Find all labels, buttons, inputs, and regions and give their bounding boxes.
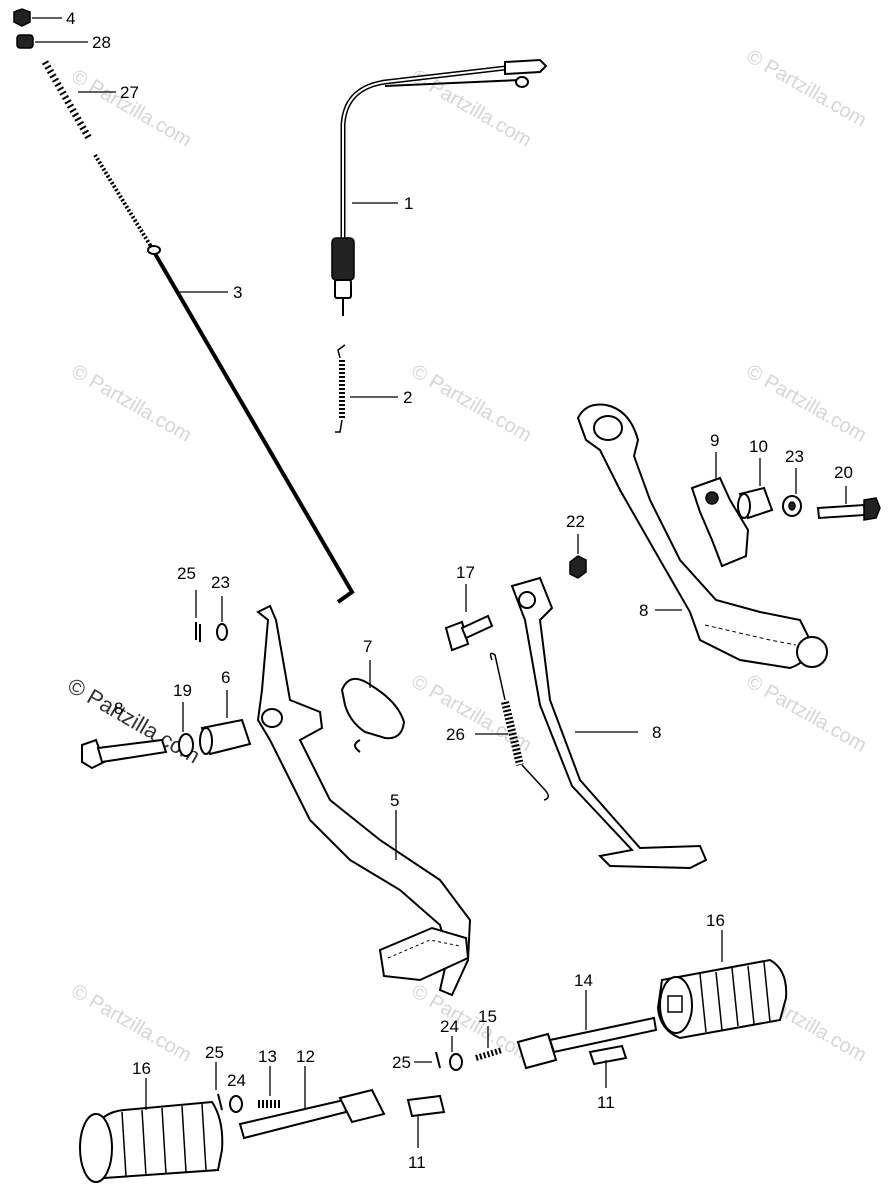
callout-24: 24 xyxy=(227,1071,246,1090)
part-footpeg-spring-left xyxy=(258,1066,282,1108)
watermark: © Partzilla.com xyxy=(68,65,196,151)
part-rod-spring xyxy=(41,60,116,142)
watermark: © Partzilla.com xyxy=(743,360,871,446)
callout-labels: 4 28 27 1 3 2 9 10 23 20 22 25 23 17 8 7… xyxy=(66,9,853,1172)
part-footpeg-rubber-left xyxy=(79,1078,224,1183)
callout-5: 5 xyxy=(390,791,399,810)
part-pivot-collar xyxy=(199,690,252,756)
part-spring-clip xyxy=(340,660,406,753)
callout-6: 6 xyxy=(221,668,230,687)
part-stand-bolt xyxy=(444,584,494,652)
part-footpeg-pin-left xyxy=(406,1094,446,1148)
part-stand-bracket xyxy=(690,452,750,568)
part-cotter-pin xyxy=(195,590,201,642)
watermark-layer: © Partzilla.com © Partzilla.com © Partzi… xyxy=(64,45,871,1066)
callout-16: 16 xyxy=(706,911,725,930)
part-switch-spring xyxy=(335,344,398,433)
callout-28: 28 xyxy=(92,33,111,52)
callout-23: 23 xyxy=(211,573,230,592)
callout-14: 14 xyxy=(574,971,593,990)
callout-27: 27 xyxy=(120,83,139,102)
callout-1: 1 xyxy=(404,194,413,213)
part-main-stand xyxy=(576,403,828,670)
part-collar xyxy=(16,34,88,49)
watermark: © Partzilla.com xyxy=(408,670,536,756)
part-washer xyxy=(216,596,228,641)
callout-17: 17 xyxy=(456,563,475,582)
callout-15: 15 xyxy=(478,1007,497,1026)
part-stand-spring xyxy=(475,652,549,801)
callout-11: 11 xyxy=(408,1153,426,1172)
part-footpeg-right xyxy=(516,990,658,1070)
callout-8: 8 xyxy=(114,699,123,718)
callout-11: 11 xyxy=(597,1093,615,1112)
part-cap-nut xyxy=(13,8,62,27)
callout-8: 8 xyxy=(639,601,648,620)
callout-20: 20 xyxy=(834,463,853,482)
callout-10: 10 xyxy=(749,437,768,456)
callout-19: 19 xyxy=(173,681,192,700)
callout-25: 25 xyxy=(392,1053,411,1072)
part-bracket-washer xyxy=(782,468,802,517)
part-pivot-washer xyxy=(178,702,194,757)
part-footpeg-washer-left xyxy=(229,1095,243,1113)
part-footpeg-left xyxy=(238,1066,386,1140)
watermark: © Partzilla.com xyxy=(68,360,196,446)
callout-7: 7 xyxy=(363,637,372,656)
callout-23: 23 xyxy=(785,447,804,466)
part-brake-pedal xyxy=(256,604,472,997)
part-footpeg-cotter-left xyxy=(215,1062,223,1111)
watermark: © Partzilla.com xyxy=(743,670,871,756)
part-footpeg-rubber xyxy=(656,930,788,1040)
part-brake-rod xyxy=(93,153,355,604)
callout-9: 9 xyxy=(710,431,719,450)
watermark: © Partzilla.com xyxy=(408,360,536,446)
part-pivot-bolt xyxy=(81,738,168,770)
callout-13: 13 xyxy=(258,1047,277,1066)
callout-25: 25 xyxy=(205,1043,224,1062)
part-side-stand xyxy=(510,576,708,870)
callout-8: 8 xyxy=(652,723,661,742)
watermark: © Partzilla.com xyxy=(743,45,871,131)
part-footpeg-washer xyxy=(449,1036,463,1071)
callout-2: 2 xyxy=(403,388,412,407)
part-stand-nut xyxy=(569,534,587,579)
part-footpeg-spring xyxy=(475,1026,503,1061)
callout-4: 4 xyxy=(66,9,75,28)
part-stop-switch xyxy=(331,58,548,316)
part-footpeg-pin xyxy=(588,1044,628,1088)
watermark: © Partzilla.com xyxy=(68,980,196,1066)
callout-24: 24 xyxy=(440,1017,459,1036)
callout-25: 25 xyxy=(177,564,196,583)
watermark: © Partzilla.com xyxy=(408,980,536,1066)
part-footpeg-cotter xyxy=(414,1051,441,1069)
callout-22: 22 xyxy=(566,512,585,531)
callout-16: 16 xyxy=(132,1059,151,1078)
part-bracket-collar xyxy=(737,458,774,520)
callout-12: 12 xyxy=(296,1047,315,1066)
part-bracket-bolt xyxy=(816,486,881,521)
callout-3: 3 xyxy=(233,283,242,302)
callout-26: 26 xyxy=(446,725,465,744)
